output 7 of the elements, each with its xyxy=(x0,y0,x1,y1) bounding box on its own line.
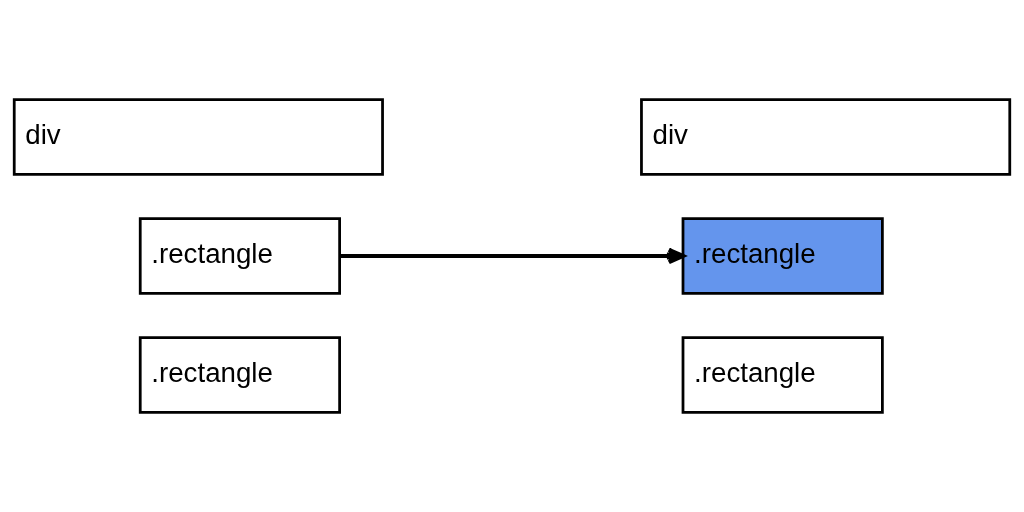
node-box: .rectangle xyxy=(681,217,884,295)
node-box: .rectangle xyxy=(138,336,341,414)
arrow xyxy=(340,247,685,265)
node-box: div xyxy=(12,98,384,176)
node-box: .rectangle xyxy=(138,217,341,295)
node-box: div xyxy=(640,98,1012,176)
node-box: .rectangle xyxy=(681,336,884,414)
